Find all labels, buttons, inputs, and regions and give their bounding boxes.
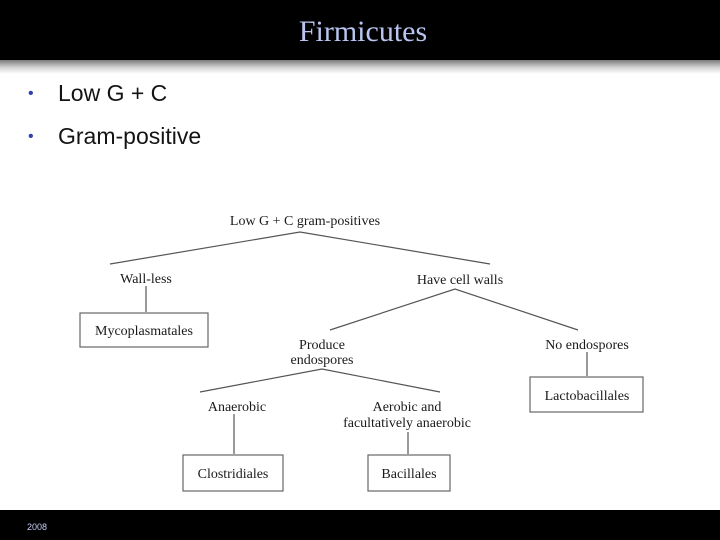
node-root: Low G + C gram-positives: [230, 214, 380, 229]
bullet-dot-icon: •: [28, 85, 34, 102]
bullet-text: Gram-positive: [58, 123, 202, 149]
slide-title: Firmicutes: [298, 15, 428, 48]
title-bar: Firmicutes: [0, 0, 720, 60]
tree-edges: [109, 231, 588, 454]
node-bacillales: Bacillales: [381, 467, 436, 482]
footer-bar: 2008: [0, 510, 720, 540]
tree-labels: Low G + C gram-positives Wall-less Have …: [95, 214, 629, 482]
node-mycoplasmatales: Mycoplasmatales: [95, 324, 193, 339]
node-have-cell-walls: Have cell walls: [417, 273, 503, 288]
bullet-item: • Low G + C: [28, 72, 201, 115]
box-mycoplasmatales: [79, 312, 209, 348]
node-anaerobic: Anaerobic: [208, 400, 266, 415]
footer-year: 2008: [27, 522, 48, 532]
box-lactobacillales: [529, 376, 644, 413]
node-no-endospores: No endospores: [545, 338, 629, 353]
bullet-item: • Gram-positive: [28, 115, 201, 158]
tree-edge: [199, 368, 441, 393]
node-produce-endospores-line1: Produce: [299, 338, 345, 353]
node-produce-endospores-line2: endospores: [291, 353, 354, 368]
tree-boxes: [79, 312, 644, 492]
tree-edge: [329, 288, 579, 331]
node-wall-less: Wall-less: [120, 272, 172, 287]
box-clostridiales: [182, 454, 284, 492]
node-aerobic-line2: facultatively anaerobic: [343, 416, 471, 431]
tree-edge: [109, 231, 491, 265]
title-divider: [0, 60, 720, 74]
box-bacillales: [367, 454, 451, 492]
node-clostridiales: Clostridiales: [198, 467, 269, 482]
bullet-list: • Low G + C • Gram-positive: [28, 72, 201, 158]
node-aerobic-line1: Aerobic and: [373, 400, 442, 415]
bullet-dot-icon: •: [28, 128, 34, 145]
bullet-text: Low G + C: [58, 80, 168, 106]
node-lactobacillales: Lactobacillales: [545, 389, 630, 404]
